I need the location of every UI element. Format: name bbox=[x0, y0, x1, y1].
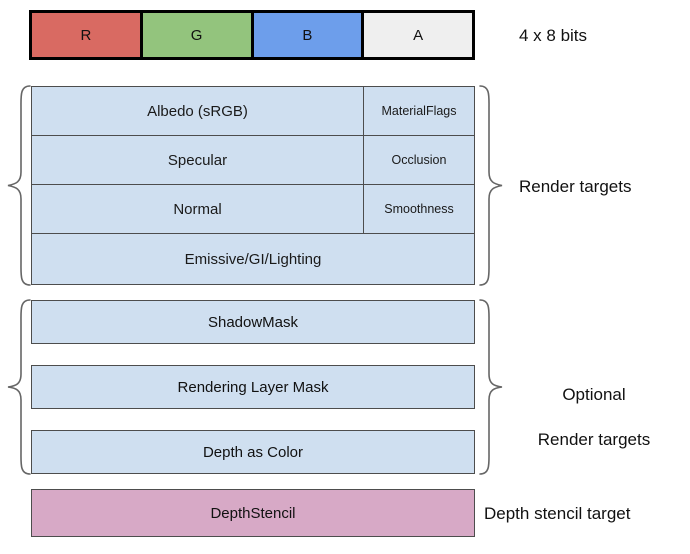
render-target-materialflags-label: MaterialFlags bbox=[381, 104, 457, 118]
channel-cell-g-label: G bbox=[190, 26, 203, 44]
channel-cell-r-label: R bbox=[80, 26, 92, 44]
channel-cell-b-label: B bbox=[302, 26, 313, 44]
optional-render-targets-label-line1: Optional bbox=[562, 385, 626, 405]
render-target-normal-label: Normal bbox=[173, 200, 222, 218]
optional-target-depth-as-color-label: Depth as Color bbox=[202, 443, 304, 461]
render-target-row: Emissive/GI/Lighting bbox=[31, 233, 475, 285]
render-target-row: Albedo (sRGB) MaterialFlags bbox=[31, 86, 475, 136]
render-target-materialflags: MaterialFlags bbox=[364, 86, 475, 136]
optional-target-rendering-layer-mask-label: Rendering Layer Mask bbox=[177, 378, 329, 396]
optional-target-depth-as-color: Depth as Color bbox=[31, 430, 475, 474]
right-brace-render-targets bbox=[479, 85, 503, 286]
render-target-row: Normal Smoothness bbox=[31, 184, 475, 234]
render-targets-table: Albedo (sRGB) MaterialFlags Specular Occ… bbox=[31, 86, 475, 285]
render-target-specular-label: Specular bbox=[167, 151, 228, 169]
render-target-occlusion: Occlusion bbox=[364, 135, 475, 185]
left-brace-optional-render-targets bbox=[7, 299, 31, 475]
channel-cell-a: A bbox=[364, 13, 472, 57]
depth-stencil-box-label: DepthStencil bbox=[210, 504, 296, 522]
channel-bar-label: 4 x 8 bits bbox=[519, 26, 588, 45]
render-target-specular: Specular bbox=[31, 135, 364, 185]
render-target-row: Specular Occlusion bbox=[31, 135, 475, 185]
optional-target-rendering-layer-mask: Rendering Layer Mask bbox=[31, 365, 475, 409]
optional-target-shadowmask: ShadowMask bbox=[31, 300, 475, 344]
render-target-normal: Normal bbox=[31, 184, 364, 234]
render-target-emissive: Emissive/GI/Lighting bbox=[31, 233, 475, 285]
optional-render-targets-label: Optional Render targets bbox=[519, 362, 669, 474]
render-target-smoothness: Smoothness bbox=[364, 184, 475, 234]
channel-cell-a-label: A bbox=[413, 26, 424, 44]
channel-bar: R G B A bbox=[29, 10, 475, 60]
right-brace-optional-render-targets bbox=[479, 299, 503, 475]
optional-target-shadowmask-label: ShadowMask bbox=[207, 313, 299, 331]
depth-stencil-label: Depth stencil target bbox=[484, 504, 631, 523]
channel-cell-r: R bbox=[32, 13, 143, 57]
channel-cell-b: B bbox=[253, 13, 365, 57]
render-target-albedo-label: Albedo (sRGB) bbox=[147, 102, 248, 120]
render-target-emissive-label: Emissive/GI/Lighting bbox=[184, 250, 322, 268]
render-target-albedo: Albedo (sRGB) bbox=[31, 86, 364, 136]
render-targets-label: Render targets bbox=[519, 177, 632, 196]
render-target-occlusion-label: Occlusion bbox=[391, 153, 447, 167]
channel-cell-g: G bbox=[142, 13, 254, 57]
render-target-smoothness-label: Smoothness bbox=[384, 202, 454, 216]
depth-stencil-box: DepthStencil bbox=[31, 489, 475, 537]
optional-render-targets-label-line2: Render targets bbox=[537, 430, 651, 450]
left-brace-render-targets bbox=[7, 85, 31, 286]
